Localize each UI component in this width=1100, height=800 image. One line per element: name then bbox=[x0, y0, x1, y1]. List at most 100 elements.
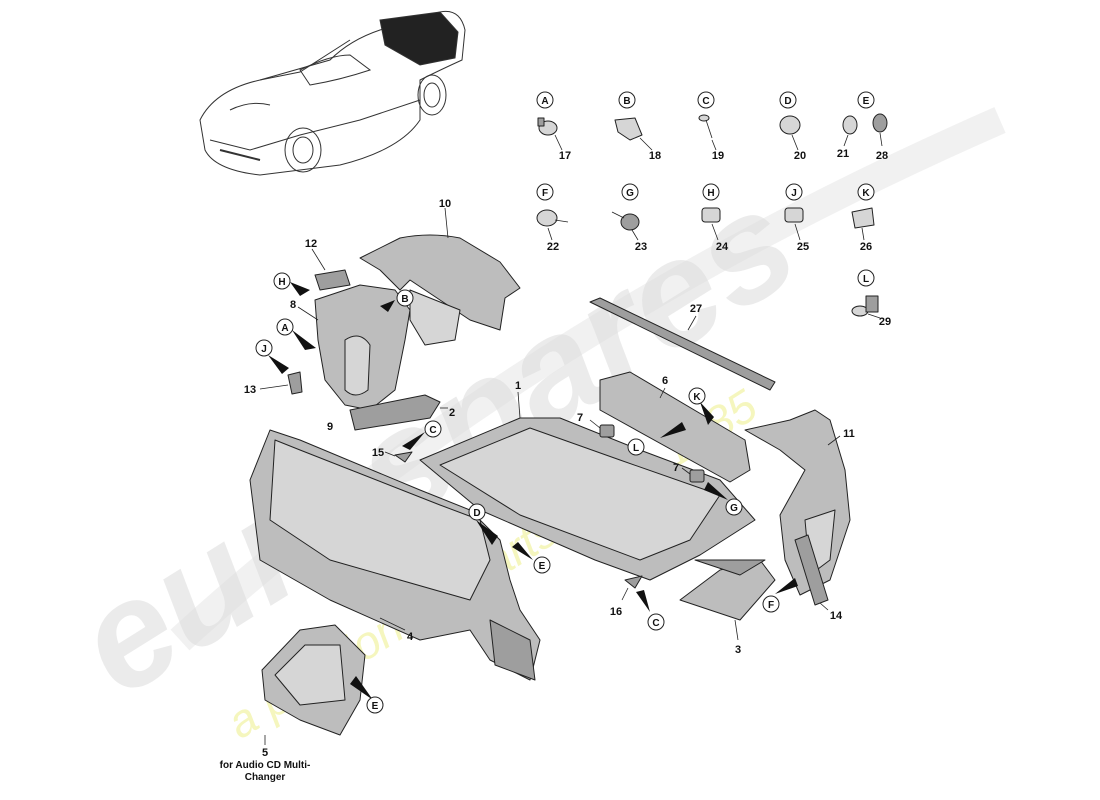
label-13: 13 bbox=[244, 384, 256, 396]
label-8: 8 bbox=[290, 299, 296, 311]
fastener-17-icon bbox=[537, 117, 558, 136]
label-6: 6 bbox=[662, 375, 668, 387]
svg-text:H: H bbox=[707, 188, 714, 199]
svg-text:G: G bbox=[730, 503, 738, 514]
fastener-19-icon bbox=[698, 114, 713, 139]
fastener-29-icon bbox=[851, 295, 879, 317]
part-2-strip bbox=[349, 394, 448, 431]
fastener-23-icon bbox=[611, 211, 640, 231]
label-23: 23 bbox=[635, 241, 647, 253]
label-5: 5 bbox=[262, 747, 268, 759]
svg-text:K: K bbox=[862, 188, 870, 199]
callout-A-top: A bbox=[536, 91, 554, 109]
label-14: 14 bbox=[830, 610, 843, 622]
callout-K-top: K bbox=[857, 183, 875, 201]
callout-D-top: D bbox=[779, 91, 797, 109]
callout-G-top: G bbox=[621, 183, 639, 201]
callout-L: L bbox=[627, 438, 645, 456]
fastener-18-icon bbox=[614, 117, 643, 141]
label-7a: 7 bbox=[577, 412, 583, 424]
svg-text:D: D bbox=[473, 508, 480, 519]
callout-D: D bbox=[468, 503, 486, 521]
callout-B-top: B bbox=[618, 91, 636, 109]
label-28: 28 bbox=[876, 150, 888, 162]
label-16: 16 bbox=[610, 606, 622, 618]
svg-text:J: J bbox=[261, 344, 267, 355]
fastener-25-icon bbox=[784, 207, 804, 223]
part-3-cover bbox=[679, 559, 776, 641]
svg-text:F: F bbox=[542, 188, 548, 199]
svg-text:L: L bbox=[863, 274, 869, 285]
svg-text:E: E bbox=[372, 701, 379, 712]
part-27-rod bbox=[589, 297, 776, 391]
part-14-strip bbox=[794, 534, 829, 611]
label-9: 9 bbox=[327, 421, 333, 433]
callout-H-top: H bbox=[702, 183, 720, 201]
callout-E-4: E bbox=[533, 556, 551, 574]
label-7b: 7 bbox=[673, 462, 679, 474]
arrow-pointer-icon bbox=[380, 300, 395, 312]
part-5-cd-changer-cover bbox=[261, 624, 366, 745]
svg-text:J: J bbox=[791, 188, 797, 199]
fastener-leaders bbox=[547, 132, 883, 319]
callout-B: B bbox=[396, 289, 414, 307]
arrow-pointer-icon bbox=[350, 676, 373, 700]
svg-text:B: B bbox=[401, 294, 408, 305]
callout-A: A bbox=[276, 318, 294, 336]
svg-text:A: A bbox=[541, 96, 548, 107]
svg-text:E: E bbox=[539, 561, 546, 572]
svg-text:K: K bbox=[693, 392, 701, 403]
callout-C-top: C bbox=[697, 91, 715, 109]
svg-text:B: B bbox=[623, 96, 630, 107]
callout-L-top: L bbox=[857, 269, 875, 287]
pointer-arrows bbox=[268, 282, 798, 700]
label-27: 27 bbox=[690, 303, 702, 315]
label-19: 19 bbox=[712, 150, 724, 162]
svg-text:E: E bbox=[863, 96, 870, 107]
part-8-side-panel bbox=[297, 284, 411, 411]
arrow-pointer-icon bbox=[402, 432, 425, 450]
label-26: 26 bbox=[860, 241, 872, 253]
fastener-icons bbox=[536, 113, 888, 317]
label-29: 29 bbox=[879, 316, 891, 328]
fastener-26-icon bbox=[851, 207, 875, 229]
callout-J: J bbox=[255, 339, 273, 357]
svg-text:H: H bbox=[278, 277, 285, 288]
arrow-pointer-icon bbox=[290, 282, 310, 296]
callout-K: K bbox=[688, 387, 706, 405]
svg-text:L: L bbox=[633, 443, 639, 454]
letter-callouts: A B C D E F G H J K L H B A J C D E E C … bbox=[255, 91, 875, 714]
label-22: 22 bbox=[547, 241, 559, 253]
svg-text:C: C bbox=[652, 618, 659, 629]
part-12-bracket bbox=[311, 248, 351, 291]
arrow-pointer-icon bbox=[704, 482, 728, 500]
number-callouts: 17 18 19 20 21 28 22 23 24 25 26 29 10 1… bbox=[244, 148, 891, 759]
label-17: 17 bbox=[559, 150, 571, 162]
arrow-pointer-icon bbox=[292, 330, 316, 350]
callout-F-top: F bbox=[536, 183, 554, 201]
arrow-pointer-icon bbox=[636, 590, 650, 612]
svg-text:D: D bbox=[784, 96, 791, 107]
callout-C-16: C bbox=[647, 613, 665, 631]
label-24: 24 bbox=[716, 241, 729, 253]
callout-C-15: C bbox=[424, 420, 442, 438]
label-25: 25 bbox=[797, 241, 809, 253]
arrow-pointer-icon bbox=[512, 542, 533, 560]
callout-J-top: J bbox=[785, 183, 803, 201]
part-1-floor-panel bbox=[419, 391, 756, 581]
label-11: 11 bbox=[843, 428, 855, 440]
arrow-pointer-icon bbox=[268, 355, 289, 374]
label-12: 12 bbox=[305, 238, 317, 250]
callout-H: H bbox=[273, 272, 291, 290]
part-6-rear-panel bbox=[599, 371, 751, 483]
svg-text:G: G bbox=[626, 188, 634, 199]
callout-E-top: E bbox=[857, 91, 875, 109]
label-10: 10 bbox=[439, 198, 451, 210]
part-10-upper-trim bbox=[359, 207, 521, 346]
fastener-28-icon bbox=[872, 113, 888, 133]
arrow-pointer-icon bbox=[775, 578, 798, 594]
part-5-note: for Audio CD Multi-Changer bbox=[219, 760, 311, 783]
svg-text:A: A bbox=[281, 323, 288, 334]
arrow-pointer-icon bbox=[476, 520, 498, 545]
